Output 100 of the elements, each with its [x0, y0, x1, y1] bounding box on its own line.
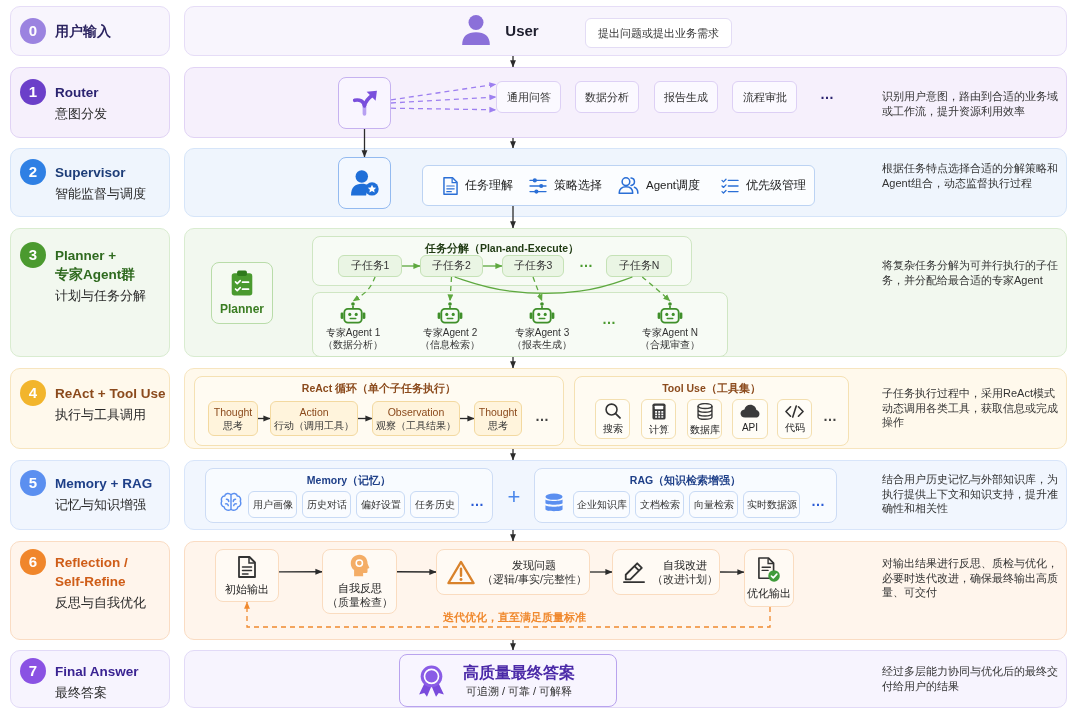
knowledge-source-box: 向量检索: [689, 491, 738, 518]
more-indicator: …: [819, 85, 835, 103]
arrow: [510, 639, 516, 651]
final-answer-box: [399, 654, 617, 707]
stage-title: ReAct + Tool Use: [55, 385, 166, 403]
capability-label: 策略选择: [554, 178, 602, 193]
edge-label: 迭代优化，直至满足质量标准: [441, 610, 587, 625]
dashed-arrow: [390, 94, 497, 104]
step-subtitle: 思考: [223, 419, 243, 432]
step-label: 自我改进: [663, 558, 707, 572]
memory-panel: [205, 468, 493, 523]
agent-name: 专家Agent 1: [325, 327, 381, 339]
more-indicator: …: [534, 407, 550, 425]
group-title: RAG（知识检索增强）: [628, 473, 743, 487]
arrow: [510, 529, 516, 542]
group-title: Memory（记忆）: [305, 473, 393, 487]
dashed-arrow: [447, 276, 454, 302]
plus-sign: +: [506, 485, 522, 509]
stage-description: 经过多层能力协同与优化后的最终交付给用户的结果: [882, 664, 1059, 693]
arrow: [719, 569, 745, 576]
stage-card: [10, 67, 170, 138]
stage-subtitle: 智能监督与调度: [55, 185, 146, 203]
step-number: 2: [20, 159, 46, 185]
memory-item-box: 任务历史: [410, 491, 459, 518]
react-loop-panel: [194, 376, 564, 446]
stage-description: 对输出结果进行反思、质检与优化，必要时迭代改进，确保最终输出高质量、可交付: [882, 556, 1059, 600]
stage-panel: [184, 148, 1067, 217]
answer-subtitle: 可追溯 / 可靠 / 可解释: [465, 684, 573, 699]
subtask-box: 子任务N: [606, 255, 672, 277]
stage-panel: [184, 67, 1067, 138]
stage-subtitle: 意图分发: [55, 105, 107, 123]
knowledge-source-box: 企业知识库: [573, 491, 630, 518]
knowledge-source-box: 文档检索: [635, 491, 684, 518]
stage-card: [10, 148, 170, 217]
stage-title: Router: [55, 84, 99, 102]
stage-panel: [184, 650, 1067, 708]
supervisor-tile: [338, 157, 391, 209]
stage-card: [10, 650, 170, 708]
capability-label: 优先级管理: [746, 178, 806, 193]
more-indicator: …: [578, 253, 594, 271]
stage-panel: [184, 460, 1067, 530]
memory-item-box: 历史对话: [302, 491, 351, 518]
tool-label: 搜索: [602, 423, 623, 435]
user-name: User: [504, 21, 540, 41]
step-number: 7: [20, 658, 46, 684]
stage-title: Final Answer: [55, 663, 139, 681]
route-option-box: 报告生成: [654, 81, 718, 113]
output-box: [215, 549, 279, 602]
dashed-arrow: [352, 276, 376, 302]
stage-description: 子任务执行过程中，采用ReAct模式动态调用各类工具，获取信息或完成操作: [882, 386, 1059, 430]
agent-role: （合规审查）: [640, 339, 700, 351]
arrow: [396, 569, 437, 575]
tool-box: [687, 399, 722, 439]
step-subtitle: 行动（调用工具）: [274, 419, 354, 432]
step-name: Thought: [478, 405, 518, 419]
react-step-box: [372, 401, 460, 436]
tool-label: 计算: [648, 423, 669, 436]
step-number: 6: [20, 549, 46, 575]
request-box: 提出问题或提出业务需求: [585, 18, 732, 48]
stage-panel: [184, 368, 1067, 449]
step-name: Observation: [387, 405, 445, 419]
stage-panel: [184, 541, 1067, 640]
step-number: 5: [20, 470, 46, 496]
memory-item-box: 偏好设置: [356, 491, 405, 518]
step-detail: （改进计划）: [652, 572, 718, 586]
answer-title: 高质量最终答案: [463, 663, 575, 683]
arrow: [510, 137, 516, 149]
planner-label: Planner: [220, 302, 264, 316]
arrow: [510, 448, 516, 461]
group-title: Tool Use（工具集）: [661, 381, 762, 395]
tool-box: [641, 399, 676, 439]
stage-description: 根据任务特点选择合适的分解策略和Agent组合，动态监督执行过程: [882, 161, 1059, 190]
dashed-arrow: [532, 276, 543, 302]
dashed-arrow: [390, 82, 497, 101]
dashed-arrow: [244, 601, 771, 628]
stage-card: [10, 460, 170, 530]
reflection-box: [322, 549, 397, 614]
step-subtitle: 观察（工具结果）: [376, 419, 456, 432]
group-title: ReAct 循环（单个子任务执行）: [300, 381, 458, 395]
step-label: 自我反思: [337, 581, 382, 595]
more-indicator: …: [601, 310, 617, 328]
tool-label: 数据库: [689, 423, 720, 436]
arrow: [482, 263, 503, 269]
tool-box: [595, 399, 630, 439]
subtask-box: 子任务3: [502, 255, 564, 277]
subtask-box: 子任务2: [420, 255, 483, 277]
arrow: [589, 569, 613, 575]
stage-card: [10, 368, 170, 449]
stage-subtitle: 最终答案: [55, 684, 107, 702]
step-subtitle: 思考: [488, 419, 508, 432]
arrow: [257, 415, 271, 422]
stage-description: 将复杂任务分解为可并行执行的子任务，并分配给最合适的专家Agent: [882, 258, 1059, 287]
tool-box: [777, 399, 812, 439]
more-indicator: …: [469, 492, 485, 510]
arrow: [510, 205, 516, 229]
agent-name: 专家Agent 3: [514, 327, 570, 339]
stage-title: Planner + 专家Agent群: [55, 247, 137, 284]
task-decomposition-panel: [312, 236, 692, 286]
step-detail: （逻辑/事实/完整性）: [482, 572, 587, 586]
tool-label: 代码: [784, 421, 805, 434]
